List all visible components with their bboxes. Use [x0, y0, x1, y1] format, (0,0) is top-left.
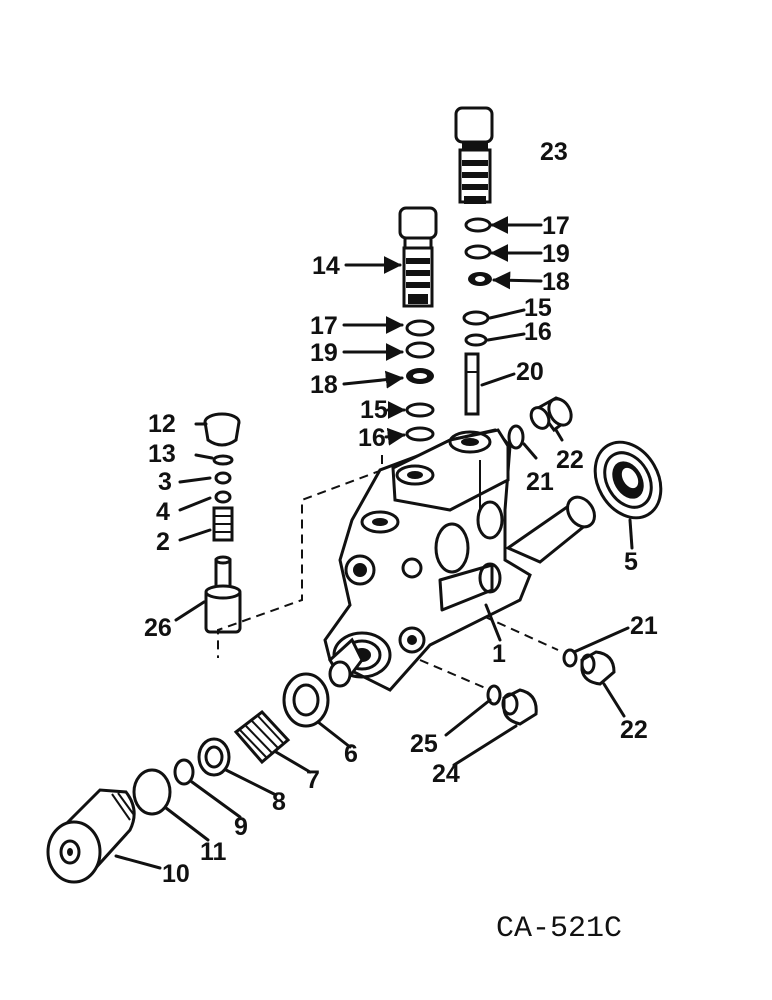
- callout-22-upper: 22: [556, 446, 584, 474]
- o-ring-16-left: [405, 426, 435, 442]
- callout-9: 9: [234, 813, 248, 841]
- o-ring-17-left: [405, 319, 435, 337]
- spring-2: [212, 506, 234, 542]
- relief-valve-cartridge-14: [398, 206, 438, 308]
- callout-4: 4: [156, 498, 170, 526]
- drawing-code: CA-521C: [496, 912, 622, 946]
- callout-19-right: 19: [542, 240, 570, 268]
- plunger-pin-20: [464, 352, 480, 416]
- o-ring-25: [486, 684, 502, 706]
- seal-ring-5: [593, 440, 663, 520]
- assembly-line-bottom: [419, 659, 491, 691]
- washer-6: [282, 672, 330, 728]
- callout-19-left: 19: [310, 339, 338, 367]
- o-ring-21-lower: [562, 648, 578, 668]
- callout-5: 5: [624, 548, 638, 576]
- callout-21-lower: 21: [630, 612, 658, 640]
- callout-16-left: 16: [358, 424, 386, 452]
- callout-14: 14: [312, 252, 340, 280]
- callout-21-upper: 21: [526, 468, 554, 496]
- callout-3: 3: [158, 468, 172, 496]
- plug-22-lower: [580, 650, 616, 686]
- callout-15-left: 15: [360, 396, 388, 424]
- o-ring-15-right: [462, 310, 490, 326]
- backup-ring-19-right: [464, 244, 492, 260]
- callout-16-right: 16: [524, 318, 552, 346]
- callout-26: 26: [144, 614, 172, 642]
- relief-valve-cartridge-23: [454, 106, 494, 204]
- washer-8: [197, 737, 231, 777]
- o-ring-16-right: [464, 333, 488, 347]
- ring-9: [173, 758, 195, 786]
- callout-1: 1: [492, 640, 506, 668]
- callout-2: 2: [156, 528, 170, 556]
- plug-24: [501, 688, 538, 726]
- callout-24: 24: [432, 760, 460, 788]
- o-ring-17-right: [464, 217, 492, 233]
- callout-15-right: 15: [524, 294, 552, 322]
- callout-12: 12: [148, 410, 176, 438]
- o-ring-15-left: [405, 402, 435, 418]
- assembly-line-left: [217, 455, 383, 658]
- backup-ring-19-left: [405, 341, 435, 359]
- valve-body-1: [323, 428, 596, 692]
- callout-10: 10: [162, 860, 190, 888]
- plug-22-upper: [529, 396, 573, 433]
- callout-18-left: 18: [310, 371, 338, 399]
- callout-13: 13: [148, 440, 176, 468]
- check-valve-body-26: [204, 555, 242, 634]
- callout-22-lower: 22: [620, 716, 648, 744]
- callout-8: 8: [272, 788, 286, 816]
- o-ring-21-upper: [507, 424, 525, 450]
- end-cap-10: [46, 788, 136, 884]
- callout-23: 23: [540, 138, 568, 166]
- callout-6: 6: [344, 740, 358, 768]
- o-ring-11: [132, 768, 172, 816]
- callout-17-right: 17: [542, 212, 570, 240]
- callout-11: 11: [200, 838, 227, 866]
- seat-4: [214, 490, 232, 504]
- plug-12: [203, 412, 241, 447]
- spring-7: [233, 709, 291, 765]
- callout-17-left: 17: [310, 312, 338, 340]
- callout-18-right: 18: [542, 268, 570, 296]
- callout-7: 7: [306, 766, 320, 794]
- ball-3: [214, 471, 232, 485]
- callout-25: 25: [410, 730, 438, 758]
- callout-20: 20: [516, 358, 544, 386]
- o-ring-13: [212, 454, 234, 466]
- leader-lines: [114, 216, 634, 870]
